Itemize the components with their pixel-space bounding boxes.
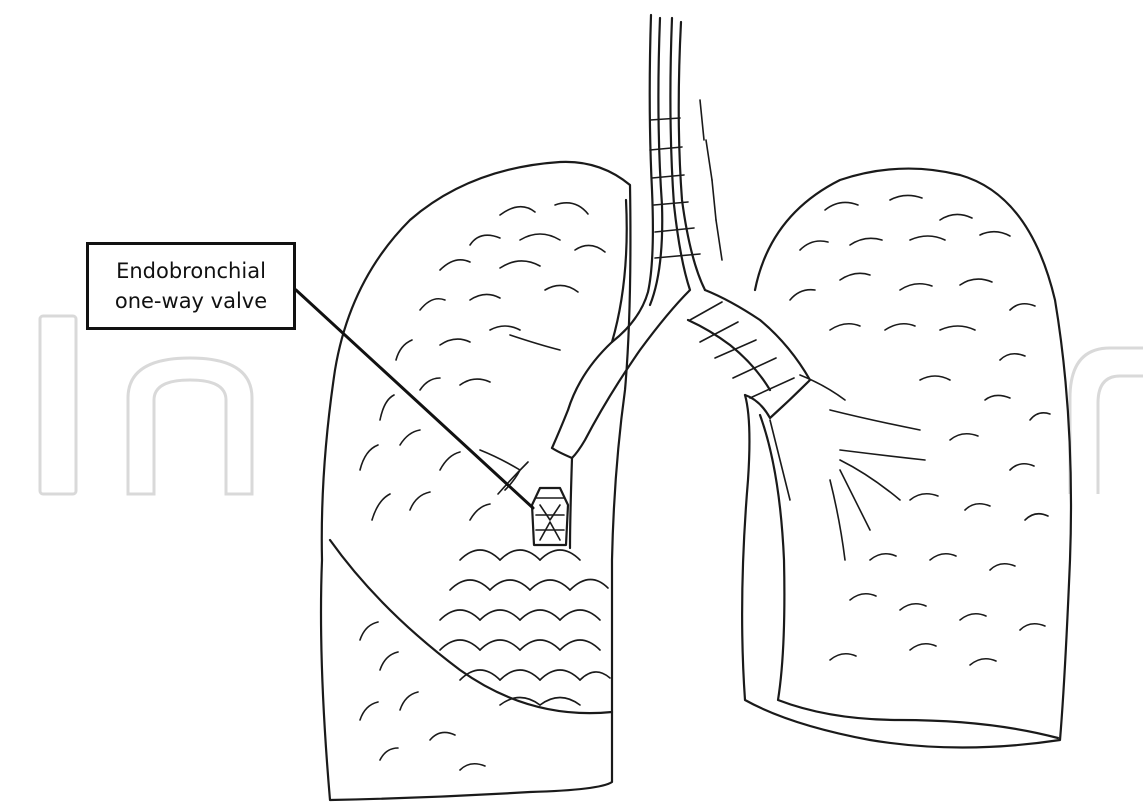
left-lung xyxy=(321,162,630,800)
callout-line-2: one-way valve xyxy=(115,286,267,316)
endobronchial-valve xyxy=(532,488,568,545)
callout-line-1: Endobronchial xyxy=(116,256,266,286)
right-lung xyxy=(742,169,1071,748)
valve-callout-box: Endobronchial one-way valve xyxy=(86,242,296,330)
trachea xyxy=(552,15,810,548)
